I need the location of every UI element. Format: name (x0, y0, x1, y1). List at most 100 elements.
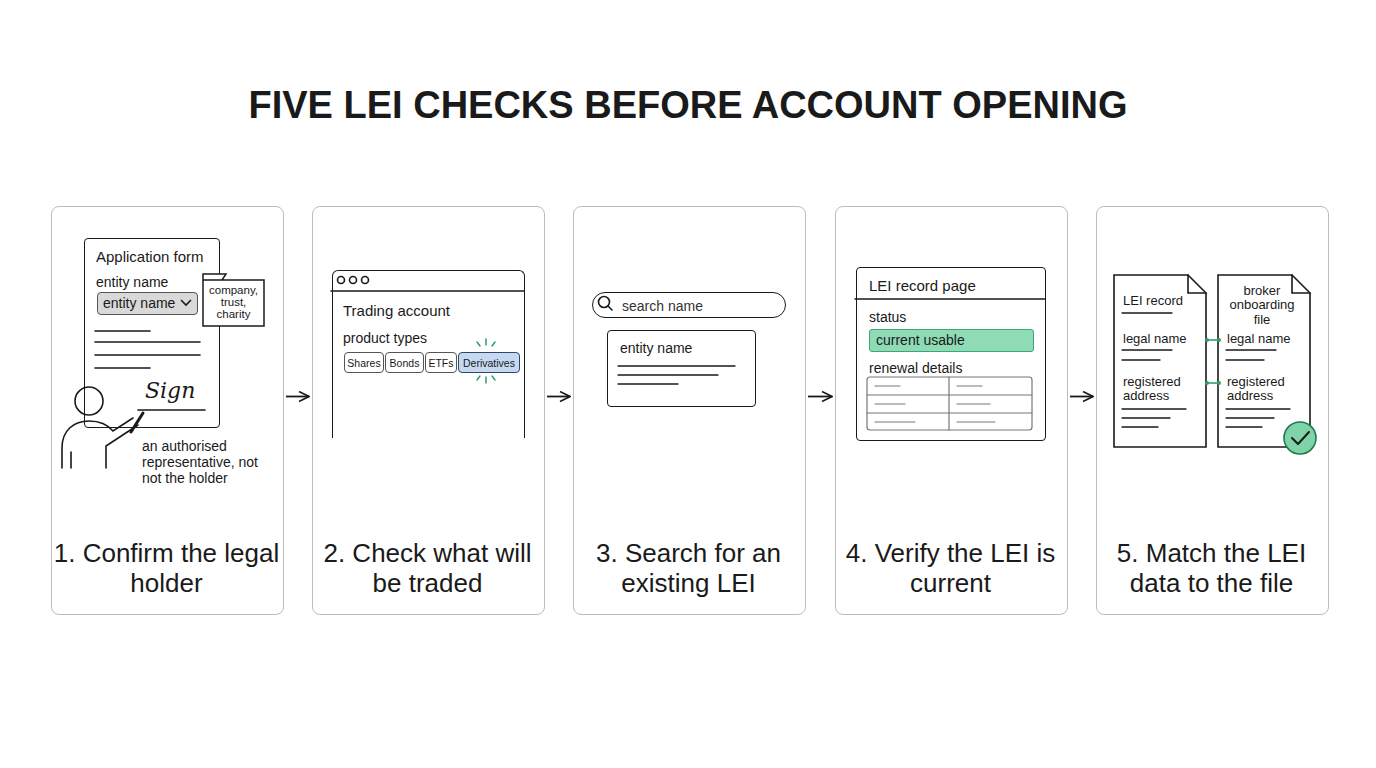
line-art (62, 275, 1310, 468)
search-icon (608, 306, 612, 310)
form-line (95, 354, 200, 356)
folder-tag: company, trust, charity (202, 273, 265, 327)
box-heading: company, trust, charity (205, 284, 262, 320)
product-chip: ETFs (425, 352, 457, 373)
line-art (492, 342, 495, 346)
line-art (957, 385, 982, 386)
step-panel: 1. Confirm the legal holder Application f… (51, 206, 284, 615)
step-panel: 2. Check what will be traded Trading acco… (312, 206, 545, 615)
line-art (1226, 408, 1290, 409)
check-mark (1292, 432, 1309, 444)
box-heading: Bonds (386, 357, 423, 369)
box-heading: current usable (876, 332, 965, 348)
product-chip-selected: Derivatives (458, 352, 520, 373)
result-line (618, 383, 678, 384)
step-caption: 1. Confirm the legal holder (52, 538, 281, 598)
renewal-table (867, 377, 1032, 430)
field-label: renewal details (869, 360, 962, 376)
header-rule (855, 298, 1045, 300)
folder-outline (203, 274, 264, 326)
box-heading: Derivatives (459, 357, 519, 369)
field-label: product types (343, 330, 427, 346)
line-art (1122, 359, 1160, 360)
annotation: an authorised representative, not not th… (142, 438, 276, 486)
flow-arrow (547, 396, 570, 398)
document: LEI record legal name registered address (1115, 276, 1207, 448)
form-line (95, 341, 200, 343)
box-heading: LEI record (1123, 294, 1183, 309)
product-chip: Bonds (385, 352, 424, 373)
line-art (875, 403, 905, 404)
window-dot (350, 277, 357, 284)
box-heading: Trading account (343, 302, 450, 319)
line-art (875, 385, 900, 386)
product-chip: Shares (344, 352, 384, 373)
line-art (485, 339, 487, 345)
search-bar: search name (592, 292, 786, 318)
check-badge (1284, 422, 1316, 454)
document: broker onboarding filelegal nameregister… (1219, 276, 1311, 448)
box-heading: broker onboarding file (1225, 284, 1299, 327)
step-panel: 5. Match the LEI data to the file LEI rec… (1096, 206, 1329, 615)
browser-window: Trading account product typesSharesBondsE… (332, 270, 525, 438)
field-label: registered address (1123, 375, 1201, 404)
step-caption: 3. Search for an existing LEI (574, 538, 803, 598)
line-art (477, 376, 480, 380)
line-art (1226, 349, 1276, 350)
line-art (477, 342, 480, 346)
line-art (957, 403, 990, 404)
signature-text: Sign (145, 378, 195, 403)
document-outline (1114, 275, 1206, 447)
box-heading: entity name (103, 295, 175, 311)
dropdown-field: entity name (97, 292, 198, 315)
field-label: legal name (1227, 332, 1291, 347)
step-caption: 4. Verify the LEI is current (836, 538, 1065, 598)
person-head (75, 387, 103, 415)
line-art (957, 421, 995, 422)
step-caption: 5. Match the LEI data to the file (1097, 538, 1326, 598)
result-line (618, 365, 735, 366)
status-badge: current usable (869, 329, 1034, 352)
field-label: entity name (96, 274, 168, 290)
step-panel: 3. Search for an existing LEI search name… (573, 206, 806, 615)
signature-line (138, 409, 205, 411)
window-bar (331, 290, 524, 292)
link-dot (1205, 381, 1209, 385)
window-dot (362, 277, 369, 284)
chevron-icon (180, 298, 192, 308)
flow-arrow (1070, 396, 1093, 398)
line-art (492, 376, 495, 380)
window-dot (338, 277, 345, 284)
chevron-icon (181, 300, 191, 305)
link-dot (1217, 338, 1221, 342)
document-fold (1292, 275, 1310, 293)
flow-arrow (286, 396, 309, 398)
line-art (1226, 359, 1264, 360)
content-box: LEI record pagestatusrenewal detailscurr… (856, 267, 1046, 441)
line-art (1122, 349, 1172, 350)
line-art (948, 377, 949, 430)
content-box: entity name (607, 330, 756, 407)
diagram-title: FIVE LEI CHECKS BEFORE ACCOUNT OPENING (0, 84, 1376, 128)
line-art (1226, 417, 1274, 418)
document-lines (1122, 313, 1290, 427)
box-heading: Shares (345, 357, 383, 369)
line-art (485, 377, 487, 383)
box-heading: ETFs (426, 357, 456, 369)
line-art (1122, 417, 1170, 418)
form-line (95, 330, 150, 332)
line-art (875, 421, 915, 422)
field-label: legal name (1123, 332, 1187, 347)
box-heading: Application form (96, 248, 204, 265)
box-heading: LEI record page (869, 277, 976, 294)
form-line (95, 367, 150, 369)
pen (131, 413, 143, 432)
table-grid (867, 377, 1032, 430)
line-art (1226, 426, 1262, 427)
step-panel: 4. Verify the LEI is current LEI record p… (835, 206, 1068, 615)
link-dot (1217, 381, 1221, 385)
step-caption: 2. Check what will be traded (313, 538, 542, 598)
line-art (1122, 312, 1172, 313)
flow-arrow (808, 396, 832, 398)
